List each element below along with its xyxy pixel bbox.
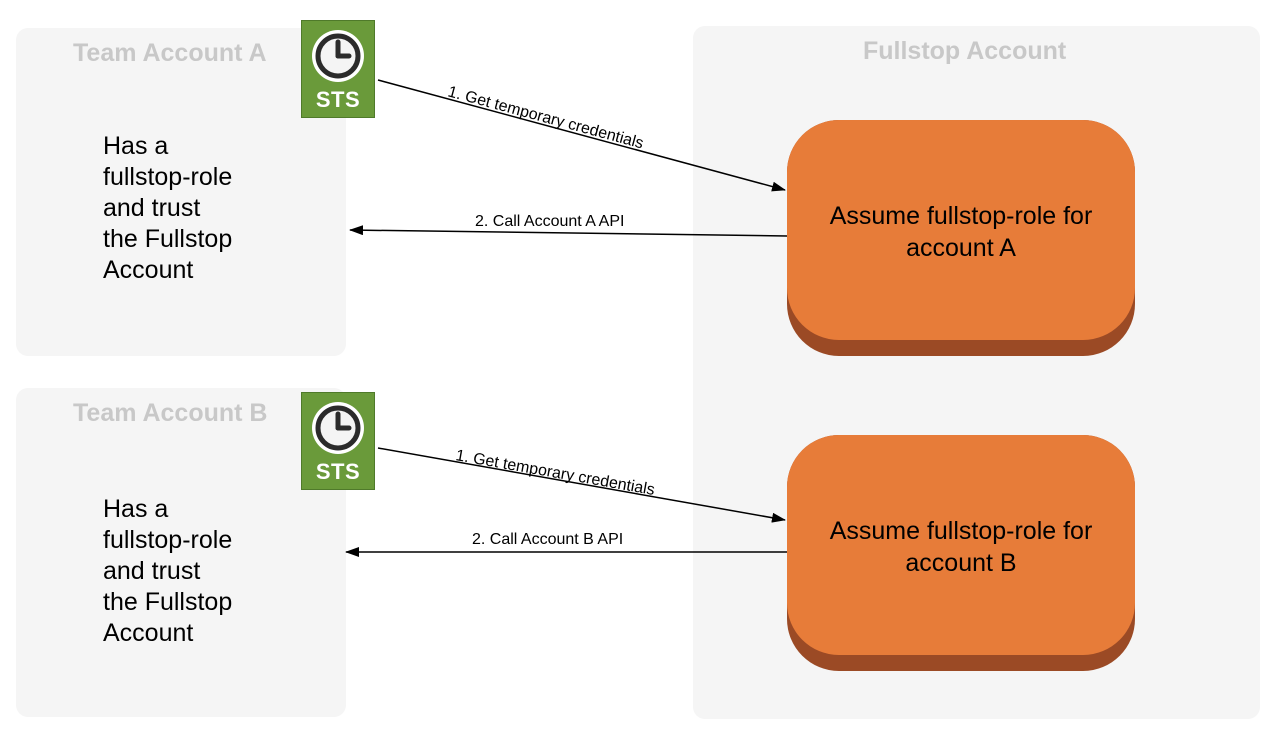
team-account-a-panel (16, 28, 346, 356)
edge-get-credentials-a (377, 79, 786, 192)
role-a-label: Assume fullstop-role for account A (829, 202, 1093, 262)
team-account-b-title: Team Account B (73, 399, 268, 427)
team-account-a-description: Has a fullstop-role and trust the Fullst… (103, 132, 233, 284)
team-account-b-description: Has a fullstop-role and trust the Fullst… (103, 495, 233, 647)
role-b-label: Assume fullstop-role for account B (829, 517, 1093, 577)
edge-get-credentials-b (377, 447, 786, 523)
team-account-a-title: Team Account A (73, 39, 267, 67)
sts-b-label: STS (315, 459, 361, 484)
clock-icon (312, 402, 364, 454)
sts-a-icon: STS (301, 20, 375, 118)
fullstop-account-title: Fullstop Account (863, 37, 1067, 65)
edge-label-get-credentials-b: 1. Get temporary credentials (454, 447, 656, 499)
role-a-face (787, 120, 1135, 340)
role-a-box: Assume fullstop-role for account A (787, 120, 1135, 356)
sts-a-label: STS (315, 87, 361, 112)
role-b-face (787, 435, 1135, 655)
edge-call-api-a (349, 225, 788, 237)
team-account-b-panel (16, 388, 346, 717)
role-b-box: Assume fullstop-role for account B (787, 435, 1135, 671)
sts-b-icon: STS (301, 392, 375, 490)
edge-label-call-api-b: 2. Call Account B API (472, 531, 623, 548)
edge-label-call-api-a: 2. Call Account A API (475, 213, 624, 230)
edge-label-get-credentials-a: 1. Get temporary credentials (446, 83, 645, 152)
clock-icon (312, 30, 364, 82)
